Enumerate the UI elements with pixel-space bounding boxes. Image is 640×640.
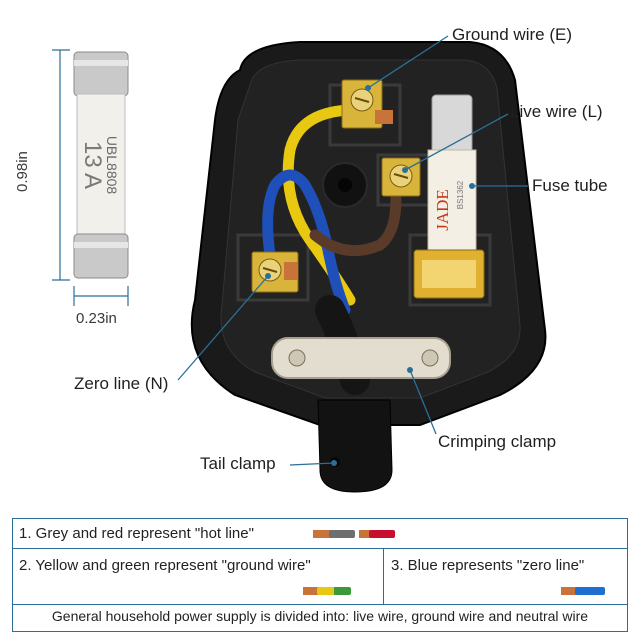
ground-wire-label: Ground wire (E) [452, 25, 572, 44]
fuse-print-rating: 13 A [79, 141, 106, 189]
red-wire-swatch [359, 530, 371, 538]
fuse-print-model: UBL8808 [104, 136, 120, 195]
fuse-width-label: 0.23in [76, 310, 117, 327]
legend-column-divider [383, 549, 384, 605]
callout-lines [177, 35, 528, 466]
zero-line-label: Zero line (N) [74, 374, 169, 393]
legend-footer-text: General household power supply is divide… [51, 608, 589, 624]
plug-fuse-tube: JADE BS1362 [413, 94, 485, 299]
ground-wire-sample [317, 587, 351, 595]
legend-row-hot: 1. Grey and red represent "hot line" [13, 519, 627, 549]
plug-fuse-code: BS1362 [456, 180, 465, 209]
grey-wire-sample [329, 530, 355, 538]
red-wire-sample [369, 530, 395, 538]
blue-wire-sample [575, 587, 605, 595]
blue-wire-stub [561, 587, 577, 595]
wire-color-legend: 1. Grey and red represent "hot line" 2. … [12, 518, 628, 632]
live-wire-label: Live wire (L) [510, 102, 603, 121]
legend-hot-text: 1. Grey and red represent "hot line" [19, 525, 254, 542]
fuse-cartridge: UBL8808 13 A [73, 51, 129, 279]
fuse-tube-label: Fuse tube [532, 176, 608, 195]
crimping-clamp [271, 337, 451, 379]
live-terminal [381, 157, 421, 197]
fuse-height-label: 0.98in [14, 151, 31, 192]
legend-neutral-text: 3. Blue represents "zero line" [391, 557, 585, 574]
legend-row-ground-neutral: 2. Yellow and green represent "ground wi… [13, 549, 627, 605]
ground-wire-stub [303, 587, 319, 595]
tail-clamp-label: Tail clamp [200, 454, 276, 473]
grey-wire-swatch [313, 530, 331, 538]
plug-fuse-brand: JADE [433, 189, 452, 231]
legend-ground-text: 2. Yellow and green represent "ground wi… [19, 557, 311, 574]
fuse-dimension-lines [52, 49, 129, 306]
ground-terminal [341, 79, 393, 129]
crimping-clamp-label: Crimping clamp [438, 432, 557, 451]
